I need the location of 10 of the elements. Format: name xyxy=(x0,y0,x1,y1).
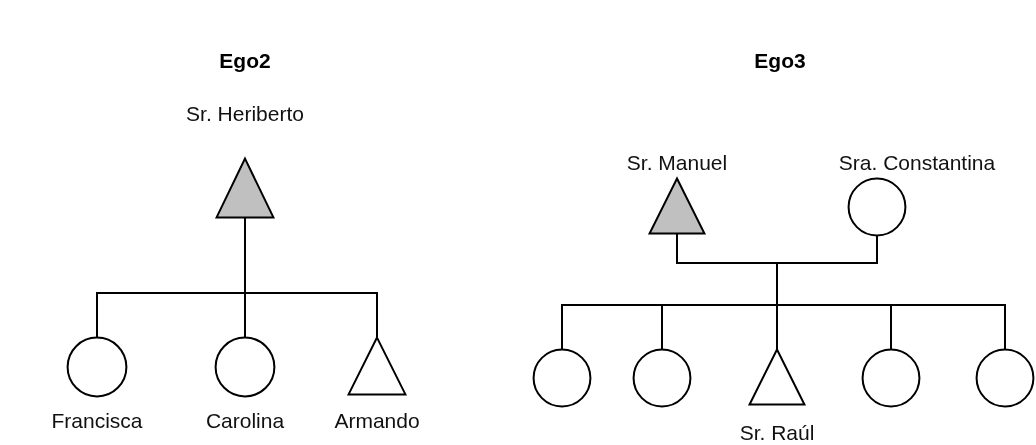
ego-heading: Ego3 xyxy=(754,49,806,71)
ego-heading: Ego2 xyxy=(219,49,271,71)
person-name: Sr. Manuel xyxy=(626,151,728,173)
person-name: Sra. Constantina xyxy=(838,151,996,173)
person-name: Sr. Heriberto xyxy=(186,102,304,124)
person-name: Carolina xyxy=(205,409,285,431)
person-name: Sr. Raúl xyxy=(739,421,815,443)
person-name: Francisca xyxy=(51,409,143,431)
kinship-line xyxy=(244,217,378,338)
person-name: Armando xyxy=(334,409,420,431)
